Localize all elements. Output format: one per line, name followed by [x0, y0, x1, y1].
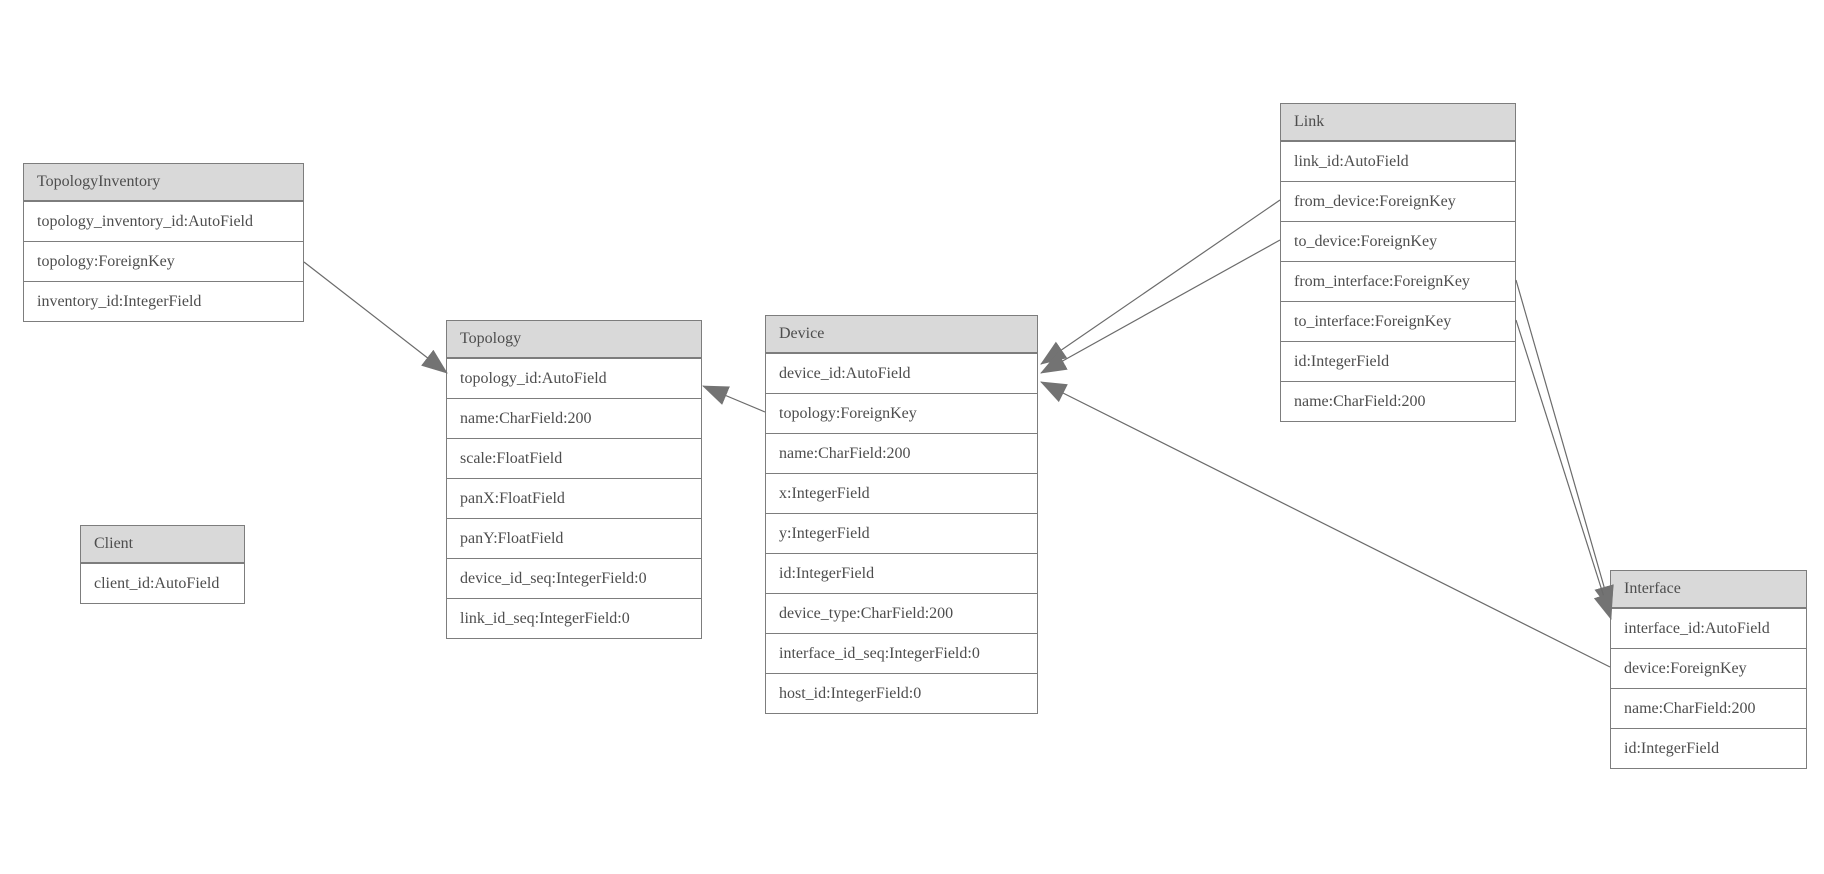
field-row: to_device:ForeignKey: [1281, 221, 1515, 261]
field-row: x:IntegerField: [766, 473, 1037, 513]
field-row: to_interface:ForeignKey: [1281, 301, 1515, 341]
field-row: client_id:AutoField: [81, 563, 244, 603]
entity-link: Link link_id:AutoField from_device:Forei…: [1280, 103, 1516, 422]
edge-link-frominterface-interface: [1515, 279, 1614, 612]
field-row: name:CharField:200: [447, 398, 701, 438]
field-row: device:ForeignKey: [1611, 648, 1806, 688]
entity-interface-title: Interface: [1611, 571, 1806, 608]
entity-interface: Interface interface_id:AutoField device:…: [1610, 570, 1807, 769]
field-row: name:CharField:200: [766, 433, 1037, 473]
edge-link-tointerface-interface: [1515, 319, 1613, 620]
edge-topologyinventory-topology: [303, 261, 448, 374]
entity-topology-inventory: TopologyInventory topology_inventory_id:…: [23, 163, 304, 322]
edge-link-fromdevice-device: [1040, 199, 1281, 365]
field-row: panY:FloatField: [447, 518, 701, 558]
edge-link-todevice-device: [1040, 239, 1281, 374]
field-row: id:IntegerField: [1281, 341, 1515, 381]
field-row: device_id_seq:IntegerField:0: [447, 558, 701, 598]
entity-link-title: Link: [1281, 104, 1515, 141]
field-row: topology:ForeignKey: [766, 393, 1037, 433]
field-row: link_id_seq:IntegerField:0: [447, 598, 701, 638]
edge-interface-device: [1040, 381, 1611, 668]
field-row: device_id:AutoField: [766, 353, 1037, 393]
field-row: device_type:CharField:200: [766, 593, 1037, 633]
entity-device-title: Device: [766, 316, 1037, 353]
entity-client-title: Client: [81, 526, 244, 563]
entity-topology-title: Topology: [447, 321, 701, 358]
entity-client: Client client_id:AutoField: [80, 525, 245, 604]
field-row: y:IntegerField: [766, 513, 1037, 553]
entity-device: Device device_id:AutoField topology:Fore…: [765, 315, 1038, 714]
field-row: topology:ForeignKey: [24, 241, 303, 281]
field-row: link_id:AutoField: [1281, 141, 1515, 181]
field-row: interface_id_seq:IntegerField:0: [766, 633, 1037, 673]
field-row: inventory_id:IntegerField: [24, 281, 303, 321]
field-row: id:IntegerField: [766, 553, 1037, 593]
field-row: from_device:ForeignKey: [1281, 181, 1515, 221]
field-row: topology_inventory_id:AutoField: [24, 201, 303, 241]
field-row: scale:FloatField: [447, 438, 701, 478]
field-row: topology_id:AutoField: [447, 358, 701, 398]
entity-topology: Topology topology_id:AutoField name:Char…: [446, 320, 702, 639]
field-row: name:CharField:200: [1281, 381, 1515, 421]
entity-topology-inventory-title: TopologyInventory: [24, 164, 303, 201]
field-row: host_id:IntegerField:0: [766, 673, 1037, 713]
field-row: name:CharField:200: [1611, 688, 1806, 728]
field-row: panX:FloatField: [447, 478, 701, 518]
field-row: from_interface:ForeignKey: [1281, 261, 1515, 301]
edge-device-topology: [702, 385, 766, 413]
field-row: id:IntegerField: [1611, 728, 1806, 768]
field-row: interface_id:AutoField: [1611, 608, 1806, 648]
